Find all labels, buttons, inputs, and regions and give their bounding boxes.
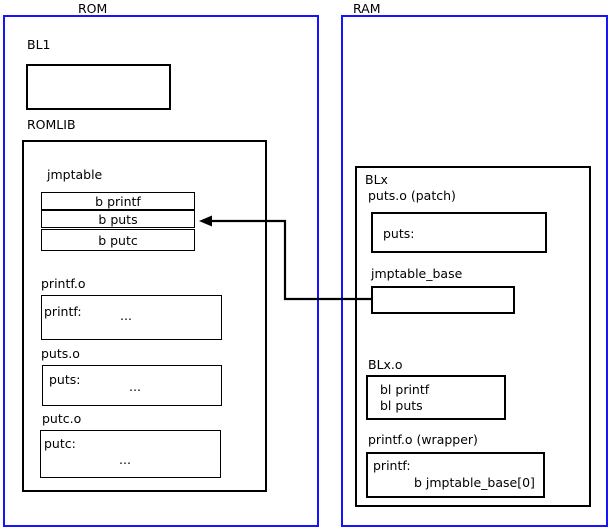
- printf-wrapper-symbol: printf:: [373, 458, 411, 473]
- putc-o-symbol: putc:: [44, 436, 76, 451]
- rom-region-label: ROM: [78, 1, 108, 16]
- printf-wrapper-label: printf.o (wrapper): [368, 432, 478, 447]
- jmptable-entry-printf: b printf: [41, 192, 195, 210]
- bl1-box: [26, 64, 171, 110]
- puts-o-label: puts.o: [41, 346, 80, 361]
- bl1-label: BL1: [27, 37, 51, 52]
- jmptable-entry-printf-text: b printf: [95, 193, 141, 209]
- jmptable-entry-putc: b putc: [41, 229, 195, 251]
- printf-o-label: printf.o: [41, 276, 86, 291]
- puts-patch-symbol: puts:: [383, 226, 415, 241]
- jmptable-entry-puts: b puts: [41, 210, 195, 228]
- jmptable-entry-putc-text: b putc: [98, 232, 138, 248]
- puts-patch-box: puts:: [371, 212, 547, 253]
- ram-region-label: RAM: [353, 1, 381, 16]
- puts-o-symbol: puts:: [49, 372, 81, 387]
- blx-label: BLx: [365, 172, 388, 187]
- blx-o-label: BLx.o: [368, 357, 403, 372]
- printf-wrapper-box: printf: b jmptable_base[0]: [366, 452, 545, 498]
- puts-o-body: ...: [129, 379, 141, 394]
- printf-o-body: ...: [120, 308, 132, 323]
- jmptable-entry-puts-text: b puts: [98, 211, 138, 227]
- putc-o-body: ...: [119, 452, 131, 467]
- jmptable-base-label: jmptable_base: [371, 266, 463, 281]
- jmptable-base-box: [371, 286, 515, 314]
- blx-o-line1: bl printf: [380, 382, 430, 397]
- puts-o-box: puts: ...: [42, 365, 222, 406]
- blx-o-box: bl printf bl puts: [366, 375, 506, 420]
- printf-o-symbol: printf:: [44, 304, 82, 319]
- romlib-label: ROMLIB: [27, 117, 76, 132]
- printf-o-box: printf: ...: [41, 295, 222, 340]
- putc-o-label: putc.o: [42, 411, 82, 426]
- putc-o-box: putc: ...: [40, 430, 221, 478]
- blx-o-line2: bl puts: [380, 398, 423, 413]
- printf-wrapper-branch: b jmptable_base[0]: [414, 475, 535, 490]
- jmptable-label: jmptable: [47, 167, 103, 182]
- puts-patch-label: puts.o (patch): [368, 188, 456, 203]
